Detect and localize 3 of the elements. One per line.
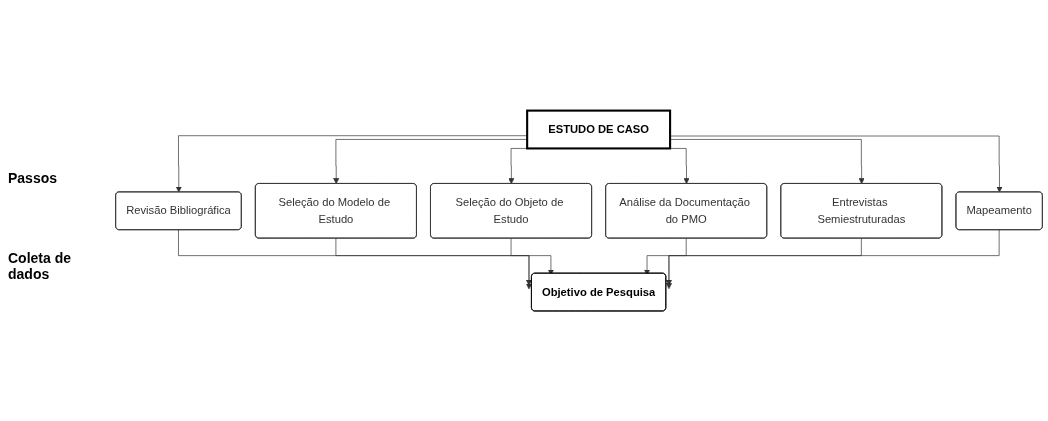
side-label: Passos	[8, 170, 58, 186]
node-box: ESTUDO DE CASO	[526, 109, 672, 150]
side-label: Coleta de dados	[8, 250, 72, 282]
